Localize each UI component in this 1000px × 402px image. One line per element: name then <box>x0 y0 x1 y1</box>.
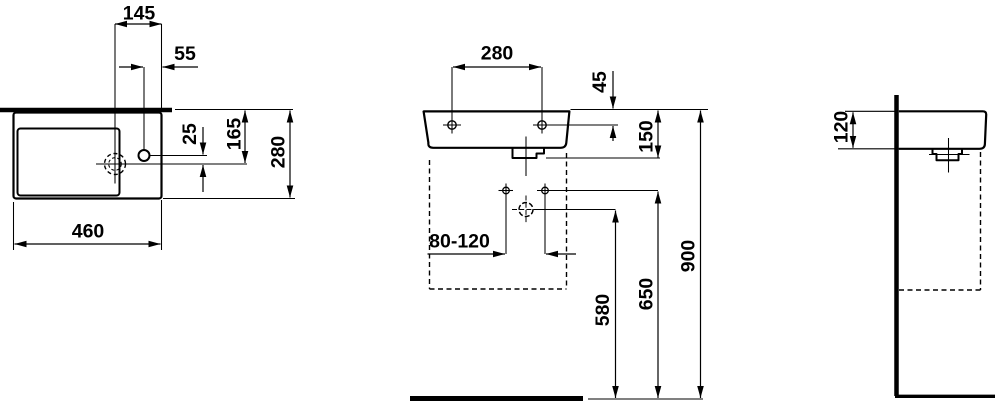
basin-front-outline <box>422 110 571 149</box>
dim-body-height-label: 150 <box>636 120 658 153</box>
dim-floor-to-waste: 580 <box>592 210 619 398</box>
dim-floor-to-rim-label: 900 <box>678 240 700 273</box>
basin-bowl <box>16 127 121 197</box>
waste-connection <box>512 195 540 224</box>
front-view: 280 45 150 80-120 580 650 900 <box>410 43 708 401</box>
dim-floor-to-rim: 900 <box>678 110 704 398</box>
dim-width-label: 460 <box>72 221 105 243</box>
dim-tap-to-drain: 25 <box>179 123 207 192</box>
dim-supply-spacing-label: 80-120 <box>429 231 490 253</box>
supply-connection-right <box>541 186 549 195</box>
dim-front-height-label: 120 <box>831 111 853 144</box>
supply-connection-left <box>502 186 510 195</box>
plan-view: 145 55 25 165 280 460 <box>0 3 295 250</box>
tap-hole <box>137 149 151 162</box>
dim-wall-to-drain: 165 <box>224 110 249 163</box>
dim-wall-to-drain-label: 165 <box>224 118 246 151</box>
dim-width: 460 <box>14 221 161 248</box>
dim-hole-spacing-label: 280 <box>481 43 514 65</box>
dim-tap-offset-label: 55 <box>174 43 196 65</box>
dim-depth: 280 <box>268 110 294 198</box>
concealed-outline-side <box>899 152 982 291</box>
plan-reference-lines <box>12 24 295 250</box>
dim-depth-label: 280 <box>268 136 290 169</box>
side-reference-lines <box>838 110 970 173</box>
dim-body-height: 150 <box>636 110 662 158</box>
dim-drain-offset: 145 <box>115 3 162 28</box>
dim-floor-to-waste-label: 580 <box>592 294 614 327</box>
dim-rim-to-holes-label: 45 <box>589 71 611 93</box>
drain-outlet <box>511 147 545 159</box>
dim-hole-spacing: 280 <box>453 43 541 71</box>
side-view: 120 <box>831 95 995 398</box>
dim-rim-to-holes: 45 <box>589 71 617 141</box>
front-reference-lines <box>451 67 708 400</box>
mounting-hole-right <box>533 120 618 130</box>
dim-floor-to-supply: 650 <box>636 191 662 398</box>
dim-tap-offset: 55 <box>119 43 198 71</box>
basin-side-profile <box>898 110 988 150</box>
dim-tap-to-drain-label: 25 <box>179 123 201 145</box>
dim-drain-offset-label: 145 <box>123 3 156 25</box>
dim-floor-to-supply-label: 650 <box>636 278 658 311</box>
concealed-outline-front <box>428 153 568 290</box>
dim-front-height: 120 <box>831 111 857 148</box>
dim-supply-spacing: 80-120 <box>427 231 576 258</box>
